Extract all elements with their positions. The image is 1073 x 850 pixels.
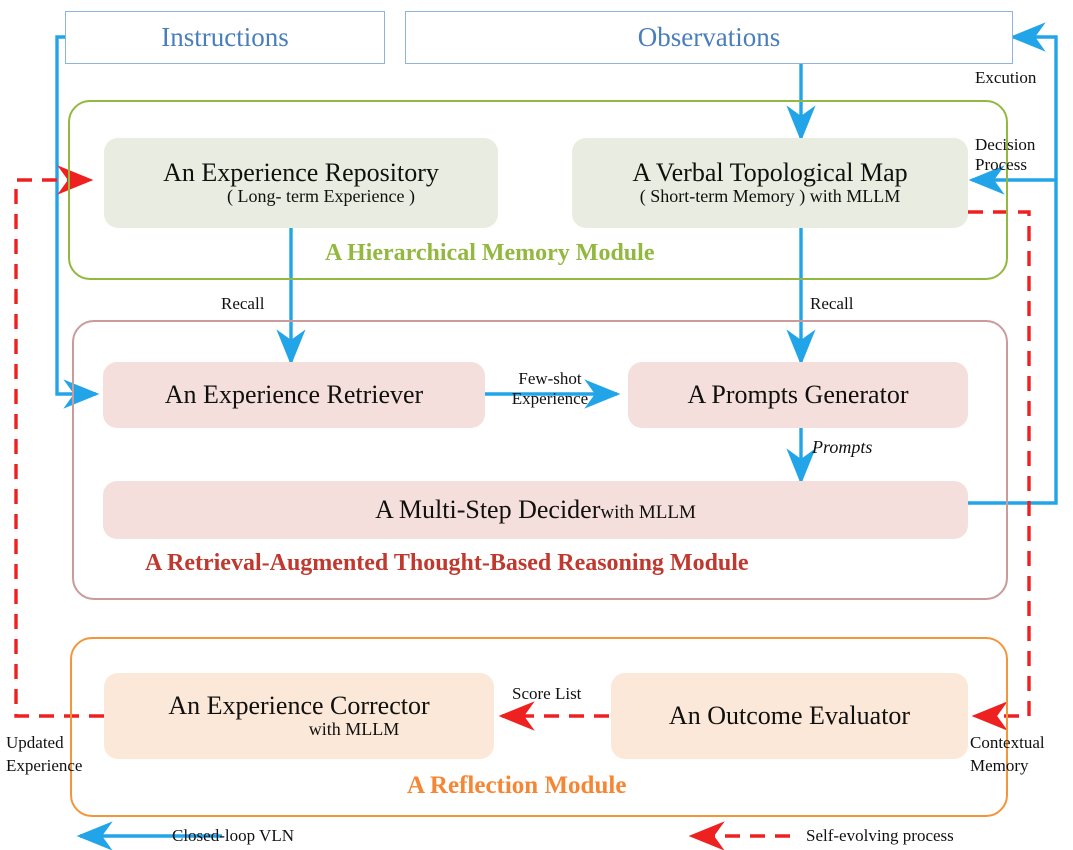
instructions-label: Instructions [161, 22, 289, 52]
multi-step-decider-title: A Multi-Step Decider [375, 495, 601, 524]
verbal-topological-map-subtitle: ( Short-term Memory ) with MLLM [639, 185, 901, 206]
reflection-module-container [70, 637, 1008, 817]
label-contextual-memory-line2: Memory [970, 756, 1029, 775]
label-execution: Excution [975, 68, 1037, 87]
reflection-module-title: A Reflection Module [407, 772, 627, 799]
label-prompts: Prompts [812, 437, 873, 457]
label-contextual-memory-line1: Contextual [970, 733, 1045, 752]
label-decision-process-line2: Process [975, 155, 1027, 174]
node-experience-corrector[interactable]: An Experience Corrector with MLLM [104, 673, 494, 759]
legend-self-evolving-process: Self-evolving process [806, 826, 954, 845]
node-multi-step-decider[interactable]: A Multi-Step Deciderwith MLLM [103, 481, 968, 539]
node-experience-retriever[interactable]: An Experience Retriever [103, 362, 485, 428]
label-updated-experience-line2: Experience [6, 756, 83, 775]
outcome-evaluator-title: An Outcome Evaluator [668, 701, 911, 731]
reasoning-module-container [72, 320, 1008, 600]
reasoning-module-title: A Retrieval-Augmented Thought-Based Reas… [145, 550, 749, 576]
experience-retriever-title: An Experience Retriever [164, 380, 424, 410]
node-verbal-topological-map[interactable]: A Verbal Topological Map ( Short-term Me… [572, 138, 968, 228]
node-prompts-generator[interactable]: A Prompts Generator [628, 362, 968, 428]
experience-repository-title: An Experience Repository [163, 158, 439, 188]
experience-repository-subtitle: ( Long- term Experience ) [227, 185, 415, 206]
observations-label: Observations [637, 22, 781, 52]
experience-corrector-subtitle: with MLLM [308, 718, 400, 739]
node-outcome-evaluator[interactable]: An Outcome Evaluator [611, 673, 968, 759]
label-recall-right: Recall [810, 294, 854, 313]
label-updated-experience-line1: Updated [6, 733, 64, 752]
instructions-box[interactable]: Instructions [65, 11, 385, 64]
multi-step-decider-mllm: with MLLM [600, 502, 696, 523]
memory-module-container [68, 100, 1008, 280]
multi-step-decider-line: A Multi-Step Deciderwith MLLM [103, 496, 968, 524]
label-few-shot-line2: Experience [511, 389, 589, 408]
node-experience-repository[interactable]: An Experience Repository ( Long- term Ex… [104, 138, 498, 228]
verbal-topological-map-title: A Verbal Topological Map [632, 158, 908, 188]
observations-box[interactable]: Observations [405, 11, 1013, 64]
prompts-generator-title: A Prompts Generator [687, 380, 909, 410]
legend-closed-loop-vln: Closed-loop VLN [172, 826, 294, 845]
memory-module-title: A Hierarchical Memory Module [325, 240, 655, 266]
label-recall-left: Recall [221, 294, 265, 313]
experience-corrector-title: An Experience Corrector [168, 691, 430, 721]
label-few-shot-line1: Few-shot [518, 369, 582, 388]
label-score-list: Score List [512, 684, 582, 703]
label-decision-process-line1: Decision [975, 135, 1036, 154]
